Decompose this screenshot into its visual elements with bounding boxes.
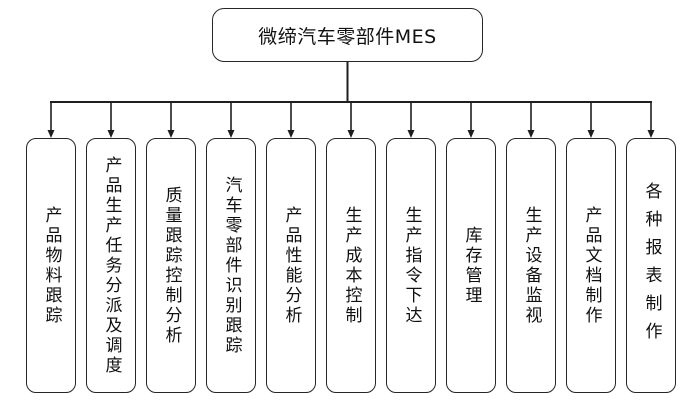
- child-node-label: 各种报表制作: [641, 181, 662, 350]
- child-node: 产品文档制作: [566, 138, 616, 393]
- child-node-label: 生产指令下达: [401, 205, 422, 326]
- child-node-label: 生产设备监视: [521, 205, 542, 326]
- child-node-label: 产品文档制作: [581, 205, 602, 326]
- child-node-label: 库存管理: [461, 225, 482, 306]
- child-node: 生产成本控制: [326, 138, 376, 393]
- child-node-label: 产品生产任务分派及调度: [101, 155, 122, 376]
- child-node: 质量跟踪控制分析: [146, 138, 196, 393]
- child-node: 产品物料跟踪: [26, 138, 76, 393]
- child-node: 库存管理: [446, 138, 496, 393]
- child-node: 产品生产任务分派及调度: [86, 138, 136, 393]
- child-node: 各种报表制作: [626, 138, 676, 393]
- child-node-label: 汽车零部件识别跟踪: [221, 175, 242, 356]
- child-node: 生产设备监视: [506, 138, 556, 393]
- arrowhead-icons: [47, 130, 655, 138]
- child-node-label: 产品物料跟踪: [41, 205, 62, 326]
- child-node-label: 产品性能分析: [281, 205, 302, 326]
- child-node: 汽车零部件识别跟踪: [206, 138, 256, 393]
- child-node: 生产指令下达: [386, 138, 436, 393]
- child-node-label: 质量跟踪控制分析: [161, 185, 182, 346]
- child-node-label: 生产成本控制: [341, 205, 362, 326]
- child-node: 产品性能分析: [266, 138, 316, 393]
- root-node: 微缔汽车零部件MES: [212, 8, 483, 62]
- root-node-label: 微缔汽车零部件MES: [258, 25, 437, 48]
